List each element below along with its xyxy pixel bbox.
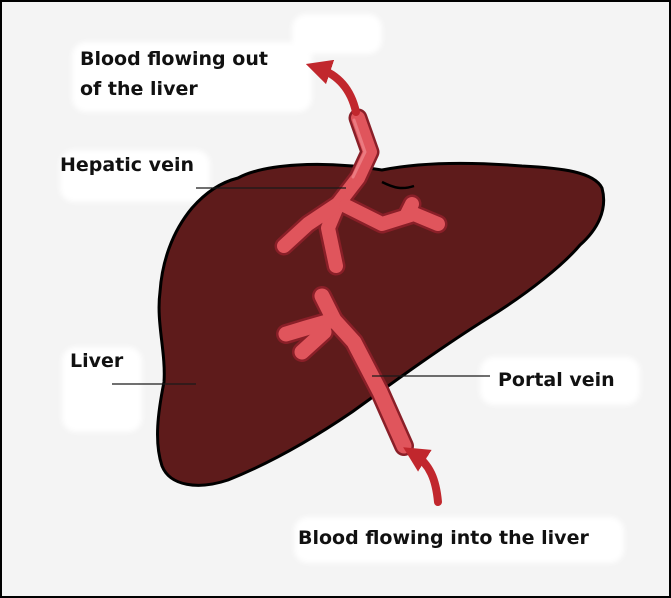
liver-label: Liver [70, 346, 123, 376]
portal-vein-label: Portal vein [498, 365, 615, 395]
blood-out-line1: Blood flowing out [80, 44, 268, 74]
blood-out-label: Blood flowing out of the liver [80, 44, 268, 104]
blood-in-label: Blood flowing into the liver [298, 523, 589, 553]
hepatic-vein-label: Hepatic vein [60, 150, 194, 180]
blood-out-line2: of the liver [80, 74, 268, 104]
flow-out-arrow [318, 68, 356, 112]
liver-shape [158, 163, 604, 485]
flow-in-arrow [414, 454, 438, 502]
